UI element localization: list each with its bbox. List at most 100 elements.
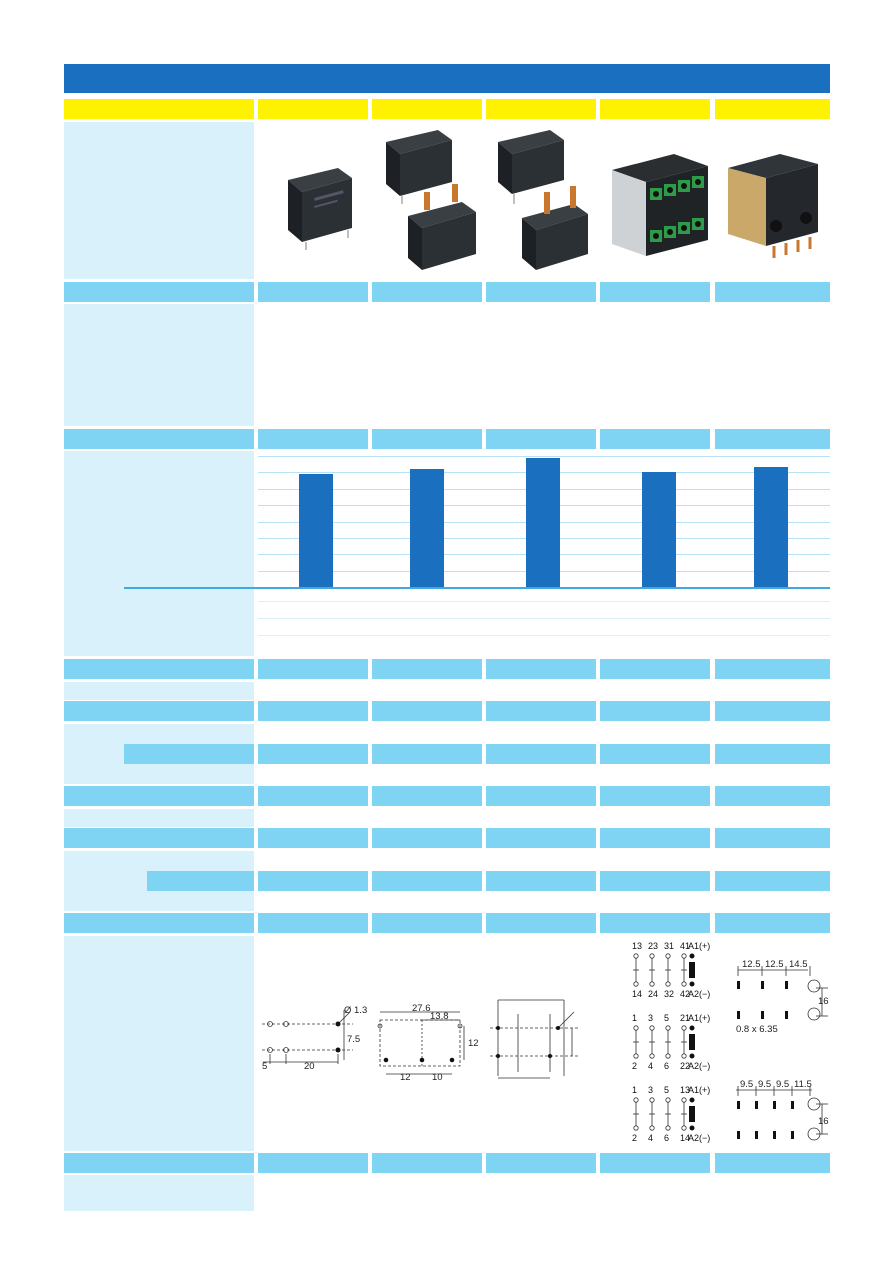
chart-baseline (124, 587, 830, 589)
band-row-0-cell-4 (600, 282, 710, 302)
band-row-6-cell-5 (715, 828, 830, 848)
band-row-8-cell-4 (600, 913, 710, 933)
terminal-label-top: 21 (680, 1013, 690, 1023)
band-row-2-cell-5 (715, 659, 830, 679)
band-row-9-cell-2 (372, 1153, 482, 1173)
coil-terminal-bottom (689, 1125, 695, 1131)
terminal-label-bottom: 6 (664, 1133, 669, 1143)
band-row-7-cell-4 (600, 871, 710, 891)
band-row-2-cell-4 (600, 659, 710, 679)
terminal-label-bottom: 4 (648, 1133, 653, 1143)
terminal-top (665, 1025, 671, 1031)
terminal-top (665, 1097, 671, 1103)
band-row-0-cell-5 (715, 282, 830, 302)
terminal-top (665, 953, 671, 959)
coil-label-bottom: A2(−) (688, 989, 710, 999)
terminal-bottom (649, 1053, 655, 1059)
dim-width-b: 10 (432, 1072, 443, 1082)
band-row-1-cell-1 (258, 429, 368, 449)
band-row-7-cell-5 (715, 871, 830, 891)
relay-image-1 (288, 168, 352, 250)
terminal-label-bottom: 42 (680, 989, 690, 999)
coil-symbol (689, 1106, 695, 1122)
dim-height: 12 (468, 1038, 479, 1049)
band-row-2-cell-0 (64, 659, 254, 679)
chart-bar-3 (526, 457, 560, 587)
terminal-top (633, 1025, 639, 1031)
terminal-label-top: 1 (632, 1085, 637, 1095)
chart-bar-2 (410, 469, 444, 587)
terminal-label-bottom: 22 (680, 1061, 690, 1071)
band-row-2-cell-2 (372, 659, 482, 679)
dim-total-width: 27.6 (412, 1003, 431, 1014)
band-row-5-cell-4 (600, 786, 710, 806)
terminal-label-bottom: 24 (648, 989, 658, 999)
band-row-9-cell-5 (715, 1153, 830, 1173)
chart-bar-5 (754, 467, 788, 587)
band-row-4-cell-2 (372, 744, 482, 764)
terminal-bottom (681, 1053, 687, 1059)
label-cell-description (64, 304, 254, 426)
dimension-drawing-3 (490, 999, 580, 1079)
table-title-bar (64, 64, 830, 93)
terminal-top (681, 1025, 687, 1031)
terminal-label-bottom: 14 (680, 1133, 690, 1143)
band-row-8-cell-1 (258, 913, 368, 933)
terminal-label-bottom: 14 (632, 989, 642, 999)
band-row-5-cell-5 (715, 786, 830, 806)
yellow-header-cell-label (64, 99, 254, 119)
band-row-4-cell-1 (258, 744, 368, 764)
coil-label-bottom: A2(−) (688, 1061, 710, 1071)
band-row-3-cell-2 (372, 701, 482, 721)
band-row-4-cell-0 (124, 744, 254, 764)
relay-image-2 (386, 130, 476, 270)
terminal-label-top: 1 (632, 1013, 637, 1023)
dim-spacing-b2: 9.5 (758, 1079, 771, 1090)
dim-height-1: 7.5 (347, 1034, 360, 1045)
coil-terminal-top (689, 953, 695, 959)
band-row-1-cell-0 (64, 429, 254, 449)
coil-label-top: A1(+) (688, 1085, 710, 1095)
dim-pin-height: 16 (818, 996, 829, 1007)
yellow-header-cell-5 (715, 99, 830, 119)
band-row-7-cell-3 (486, 871, 596, 891)
dimension-drawing-2: 27.6 13.8 12 12 10 (377, 1003, 479, 1082)
band-row-6-cell-4 (600, 828, 710, 848)
terminal-label-top: 23 (648, 941, 658, 951)
coil-terminal-top (689, 1025, 695, 1031)
dim-spacing-b3: 9.5 (776, 1079, 789, 1090)
terminal-label-bottom: 2 (632, 1061, 637, 1071)
yellow-header-cell-3 (486, 99, 596, 119)
terminal-label-top: 5 (664, 1013, 669, 1023)
band-row-1-cell-3 (486, 429, 596, 449)
table-rule (258, 618, 830, 619)
label-cell-row-a (64, 682, 254, 700)
band-row-6-cell-3 (486, 828, 596, 848)
band-row-4-cell-5 (715, 744, 830, 764)
yellow-header-cell-1 (258, 99, 368, 119)
relay-image-5 (728, 154, 818, 258)
band-row-9-cell-1 (258, 1153, 368, 1173)
terminal-bottom (633, 1125, 639, 1131)
band-row-3-cell-1 (258, 701, 368, 721)
terminal-bottom (633, 1053, 639, 1059)
band-row-2-cell-3 (486, 659, 596, 679)
terminal-bottom (665, 1053, 671, 1059)
band-row-9-cell-0 (64, 1153, 254, 1173)
dim-width-1: 5 (262, 1061, 267, 1072)
relay-image-4 (612, 154, 708, 256)
band-row-7-cell-0 (147, 871, 254, 891)
band-row-3-cell-0 (64, 701, 254, 721)
terminal-bottom (633, 981, 639, 987)
coil-terminal-bottom (689, 1053, 695, 1059)
relay-image-3 (498, 130, 588, 270)
band-row-6-cell-1 (258, 828, 368, 848)
terminal-label-top: 3 (648, 1085, 653, 1095)
terminal-label-top: 13 (680, 1085, 690, 1095)
terminal-bottom (681, 1125, 687, 1131)
band-row-8-cell-5 (715, 913, 830, 933)
table-rule (258, 601, 830, 602)
terminal-bottom (649, 1125, 655, 1131)
terminal-label-bottom: 4 (648, 1061, 653, 1071)
